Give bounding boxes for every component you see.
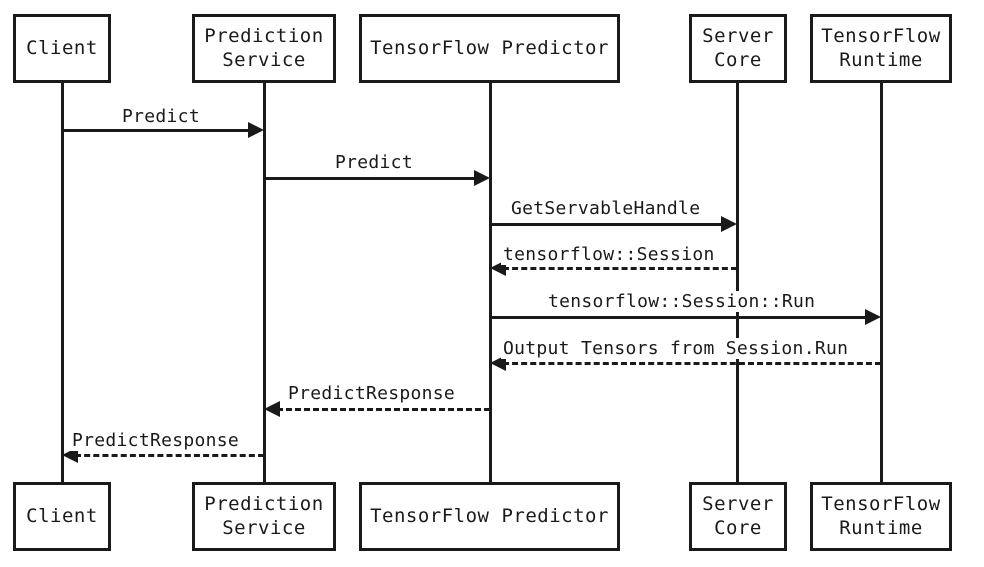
message-label-msg-get-servable-handle: GetServableHandle bbox=[509, 198, 703, 219]
lifeline-tensorflow-predictor bbox=[489, 83, 492, 482]
participant-box-bottom-prediction-service[interactable]: Prediction Service bbox=[192, 482, 336, 551]
participant-box-bottom-server-core[interactable]: Server Core bbox=[689, 482, 787, 551]
lifeline-prediction-service bbox=[263, 83, 266, 482]
arrowhead-right-icon bbox=[865, 309, 881, 325]
message-label-msg-tensorflow-session: tensorflow::Session bbox=[501, 244, 717, 265]
message-label-msg-predict-service-to-predictor: Predict bbox=[333, 152, 415, 173]
message-label-msg-predict-client-to-service: Predict bbox=[120, 106, 202, 127]
message-line-msg-tensorflow-session bbox=[503, 267, 737, 270]
message-line-msg-predict-response-predictor-to-service bbox=[277, 408, 490, 411]
arrowhead-right-icon bbox=[248, 122, 264, 138]
message-line-msg-predict-response-service-to-client bbox=[75, 454, 264, 457]
participant-box-bottom-client[interactable]: Client bbox=[13, 482, 111, 551]
arrowhead-right-icon bbox=[721, 216, 737, 232]
participant-box-top-client[interactable]: Client bbox=[13, 14, 111, 83]
participant-box-top-server-core[interactable]: Server Core bbox=[689, 14, 787, 83]
lifeline-tensorflow-runtime bbox=[880, 83, 883, 482]
participant-box-top-tensorflow-runtime[interactable]: TensorFlow Runtime bbox=[810, 14, 952, 83]
arrowhead-left-icon bbox=[264, 401, 280, 417]
participant-box-bottom-tensorflow-runtime[interactable]: TensorFlow Runtime bbox=[810, 482, 952, 551]
message-label-msg-predict-response-predictor-to-service: PredictResponse bbox=[286, 383, 458, 404]
participant-box-bottom-tensorflow-predictor[interactable]: TensorFlow Predictor bbox=[359, 482, 620, 551]
message-line-msg-predict-client-to-service bbox=[62, 129, 251, 132]
participant-box-top-prediction-service[interactable]: Prediction Service bbox=[192, 14, 336, 83]
message-line-msg-get-servable-handle bbox=[490, 223, 724, 226]
message-line-msg-predict-service-to-predictor bbox=[264, 177, 477, 180]
lifeline-server-core bbox=[736, 83, 739, 482]
participant-box-top-tensorflow-predictor[interactable]: TensorFlow Predictor bbox=[359, 14, 620, 83]
message-label-msg-tensorflow-session-run: tensorflow::Session::Run bbox=[546, 291, 818, 312]
message-label-msg-output-tensors: Output Tensors from Session.Run bbox=[501, 338, 851, 359]
message-label-msg-predict-response-service-to-client: PredictResponse bbox=[70, 430, 242, 451]
lifeline-client bbox=[61, 83, 64, 482]
arrowhead-right-icon bbox=[474, 170, 490, 186]
message-line-msg-output-tensors bbox=[503, 362, 881, 365]
arrowhead-left-icon bbox=[62, 447, 78, 463]
arrowhead-left-icon bbox=[490, 355, 506, 371]
message-line-msg-tensorflow-session-run bbox=[490, 316, 868, 319]
